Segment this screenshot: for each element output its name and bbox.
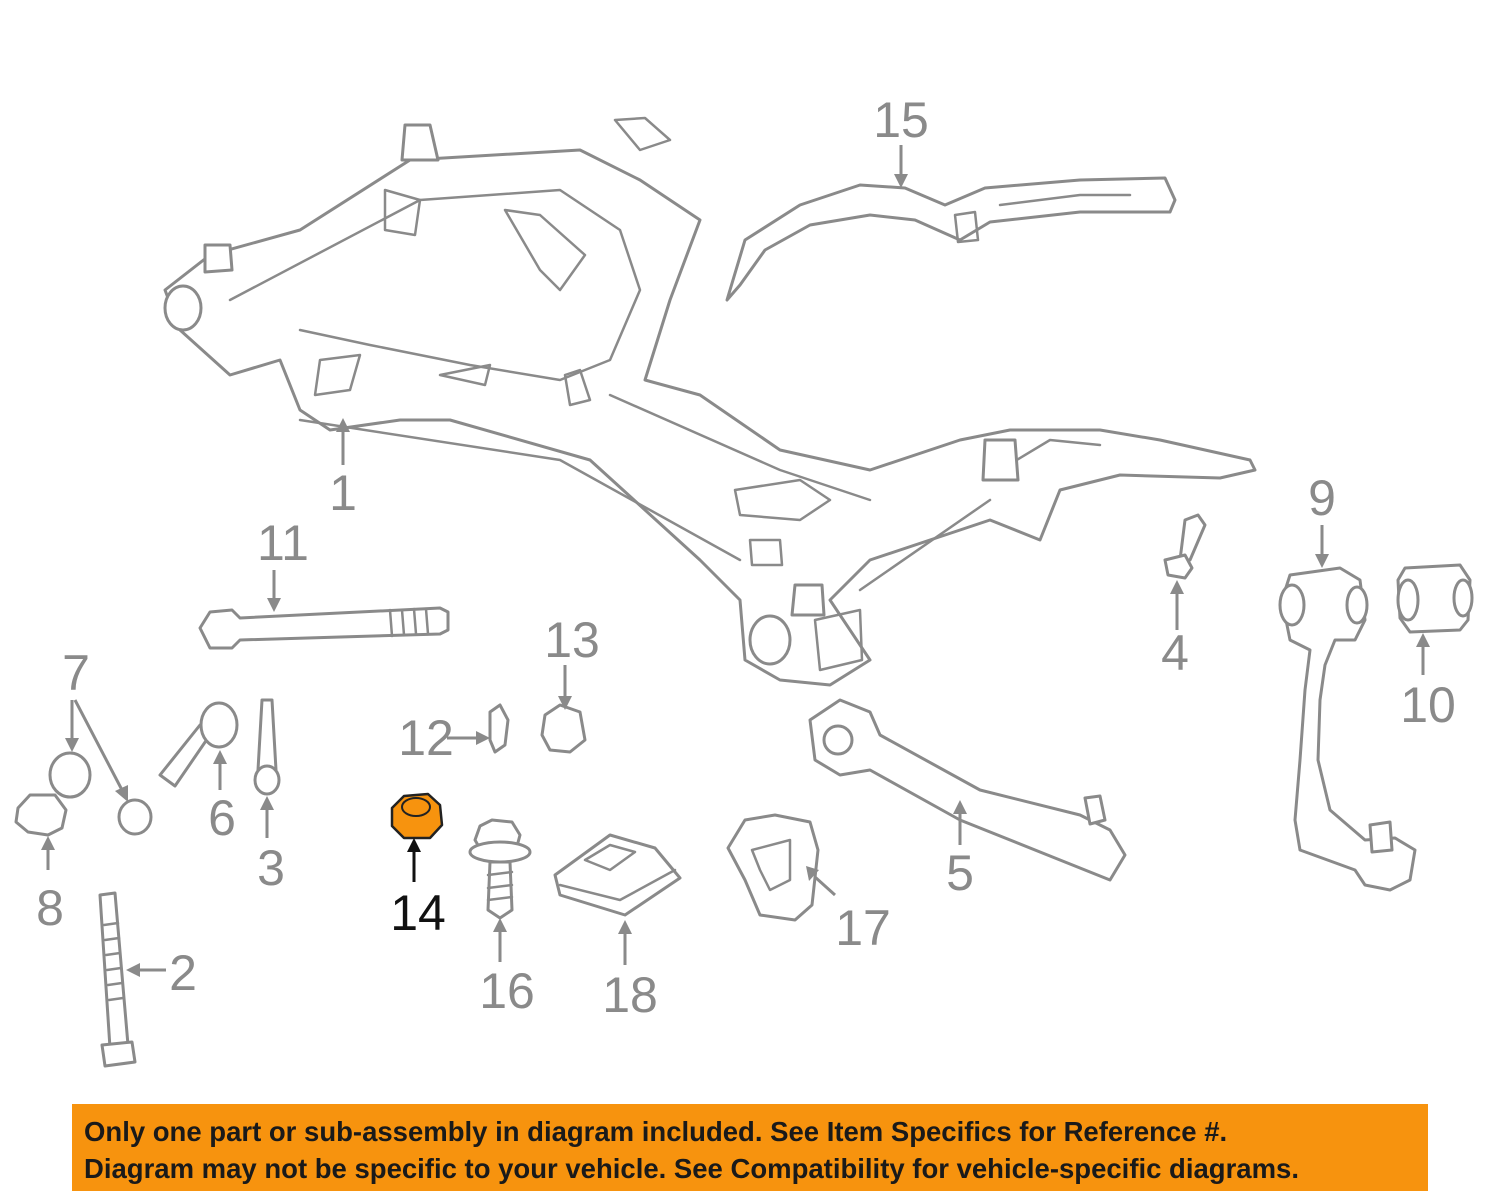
bolt-part-6	[158, 701, 239, 788]
lower-arm-part-5	[808, 698, 1127, 882]
callout-18: 18	[602, 967, 658, 1023]
callout-16: 16	[479, 963, 535, 1019]
long-stud-part-2	[98, 891, 137, 1068]
nut-part-8	[14, 793, 68, 837]
disclaimer-line-1: Only one part or sub-assembly in diagram…	[84, 1116, 1228, 1147]
callout-6: 6	[208, 790, 236, 846]
callout-7: 7	[62, 645, 90, 701]
callout-5: 5	[946, 845, 974, 901]
callout-9: 9	[1308, 470, 1336, 526]
clip-nut-part-18	[553, 833, 682, 917]
callout-4: 4	[1161, 625, 1189, 681]
callout-numbers: 1 2 3 4 5 6 7 8 9 10 11 12 13 14 15 16 1…	[36, 92, 1456, 1023]
stud-part-3	[253, 698, 281, 796]
callout-17: 17	[835, 900, 891, 956]
bushings-part-7	[48, 751, 153, 836]
nut-part-13	[540, 703, 587, 754]
bushing-part-10	[1396, 563, 1474, 634]
nut-part-14-highlighted	[390, 792, 444, 840]
callout-1: 1	[329, 465, 357, 521]
callout-13: 13	[544, 612, 600, 668]
bolt-part-4	[1163, 513, 1207, 580]
control-arm-part-9	[1278, 566, 1417, 892]
cap-part-12	[488, 703, 510, 754]
callout-3: 3	[257, 840, 285, 896]
callout-8: 8	[36, 880, 64, 936]
leader-lines	[41, 145, 1430, 977]
heat-shield-part-15	[725, 176, 1177, 302]
callout-15: 15	[873, 92, 929, 148]
callout-12: 12	[398, 710, 454, 766]
disclaimer-line-2: Diagram may not be specific to your vehi…	[84, 1153, 1299, 1184]
callout-2: 2	[169, 945, 197, 1001]
subframe-part-1	[163, 116, 1257, 687]
parts-diagram: 1 2 3 4 5 6 7 8 9 10 11 12 13 14 15 16 1…	[14, 92, 1474, 1068]
long-bolt-part-11	[198, 606, 450, 650]
callout-10: 10	[1400, 677, 1456, 733]
callout-14: 14	[390, 885, 446, 941]
disclaimer-banner: Only one part or sub-assembly in diagram…	[72, 1104, 1428, 1191]
clip-part-17	[726, 813, 820, 922]
callout-11: 11	[257, 515, 309, 571]
flange-bolt-part-16	[468, 818, 532, 920]
